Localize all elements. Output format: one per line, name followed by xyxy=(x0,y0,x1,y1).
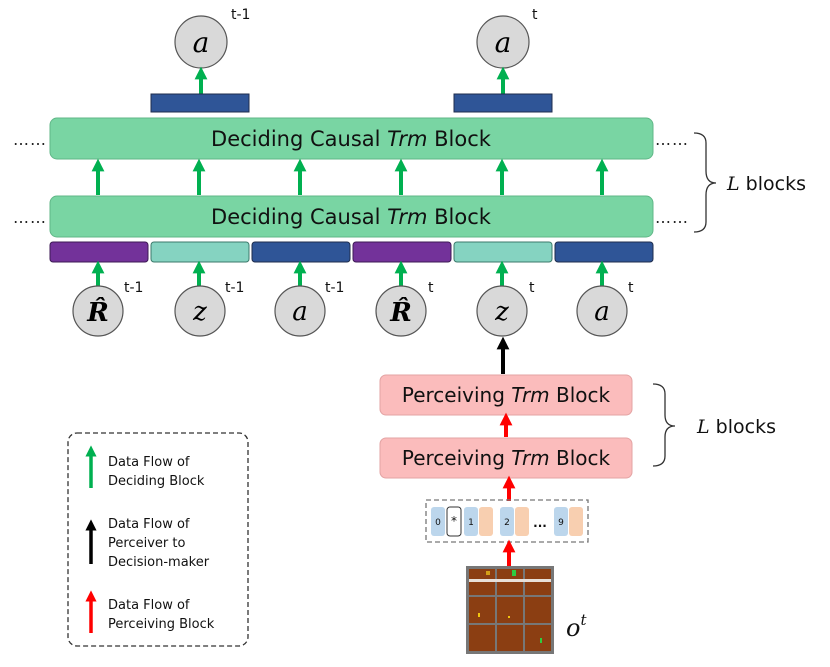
deciding-block-top xyxy=(49,117,654,160)
legend: Data Flow of Deciding Block Data Flow of… xyxy=(67,432,249,647)
patch-1-peach xyxy=(479,507,493,536)
token-a-curr xyxy=(554,241,654,263)
input-tokens xyxy=(49,241,654,263)
output-node-2: a t xyxy=(476,7,538,69)
input-symbol-2: z xyxy=(192,297,207,327)
deciding-count-label: L blocks xyxy=(726,173,806,195)
input-symbol-3: a xyxy=(292,297,308,327)
input-symbol-6: a xyxy=(594,297,610,327)
patch-2-peach xyxy=(515,507,529,536)
input-symbol-4: R̂ xyxy=(389,297,412,328)
token-a-prev xyxy=(251,241,351,263)
output-token-2 xyxy=(453,93,553,113)
legend-red-line1: Data Flow of xyxy=(108,598,190,613)
output-superscript-1: t-1 xyxy=(231,7,250,23)
output-symbol-2: a xyxy=(495,26,512,59)
patch-9-label: 9 xyxy=(558,518,564,528)
perceiving-block-top-label: Perceiving Trm Block xyxy=(402,383,611,407)
patch-star xyxy=(446,506,462,537)
input-superscript-5: t xyxy=(529,280,535,296)
patch-0-label: 0 xyxy=(435,518,441,528)
perceiving-block-bottom-label: Perceiving Trm Block xyxy=(402,446,611,470)
legend-black-line3: Decision-maker xyxy=(108,555,210,570)
input-superscript-3: t-1 xyxy=(325,280,344,296)
patch-star-label: * xyxy=(451,514,457,528)
legend-red-line2: Perceiving Block xyxy=(108,617,215,632)
input-node-4: R̂ t xyxy=(375,280,434,337)
deciding-dots-right-top: …… xyxy=(655,130,689,149)
legend-green-line2: Deciding Block xyxy=(108,474,205,489)
input-node-5: z t xyxy=(476,280,535,337)
input-superscript-4: t xyxy=(428,280,434,296)
legend-green-line1: Data Flow of xyxy=(108,455,190,470)
legend-black-line1: Data Flow of xyxy=(108,517,190,532)
input-node-2: z t-1 xyxy=(174,280,244,337)
input-symbol-1: R̂ xyxy=(86,297,109,328)
output-symbol-1: a xyxy=(193,26,210,59)
deciding-dots-left-bottom: …… xyxy=(13,208,47,227)
output-token-1 xyxy=(150,93,250,113)
input-superscript-2: t-1 xyxy=(225,280,244,296)
patch-9 xyxy=(554,507,568,536)
input-node-3: a t-1 xyxy=(274,280,344,337)
token-z-prev xyxy=(150,241,250,263)
inter-block-arrows xyxy=(91,158,609,195)
input-arrows xyxy=(91,260,609,286)
deciding-brace xyxy=(693,132,717,233)
deciding-dots-left-top: …… xyxy=(13,130,47,149)
patch-2-label: 2 xyxy=(504,518,510,528)
legend-box xyxy=(67,432,249,647)
observation-image xyxy=(466,566,554,654)
patch-1 xyxy=(464,507,478,536)
patch-9-peach xyxy=(569,507,583,536)
patch-1-label: 1 xyxy=(468,518,474,528)
deciding-dots-right-bottom: …… xyxy=(655,208,689,227)
patch-2 xyxy=(500,507,514,536)
input-symbol-5: z xyxy=(494,297,509,327)
output-superscript-2: t xyxy=(532,7,538,23)
input-node-1: R̂ t-1 xyxy=(72,280,143,337)
patch-ellipsis: ... xyxy=(533,516,547,530)
output-node-1: a t-1 xyxy=(174,7,250,69)
deciding-block-top-label: Deciding Causal Trm Block xyxy=(211,127,492,151)
perceiving-count-label: L blocks xyxy=(696,416,776,438)
perceiving-brace xyxy=(652,383,676,467)
legend-black-line2: Perceiver to xyxy=(108,536,185,551)
deciding-block-bottom xyxy=(49,195,654,238)
patch-0 xyxy=(431,507,445,536)
input-superscript-1: t-1 xyxy=(124,280,143,296)
token-z-curr xyxy=(453,241,553,263)
patch-tokens: 0 * 1 2 ... 9 xyxy=(425,499,589,543)
deciding-block-bottom-label: Deciding Causal Trm Block xyxy=(211,205,492,229)
observation-label: ot xyxy=(566,611,587,642)
input-node-6: a t xyxy=(576,280,634,337)
token-R-curr xyxy=(352,241,452,263)
token-R-prev xyxy=(49,241,149,263)
input-superscript-6: t xyxy=(628,280,634,296)
